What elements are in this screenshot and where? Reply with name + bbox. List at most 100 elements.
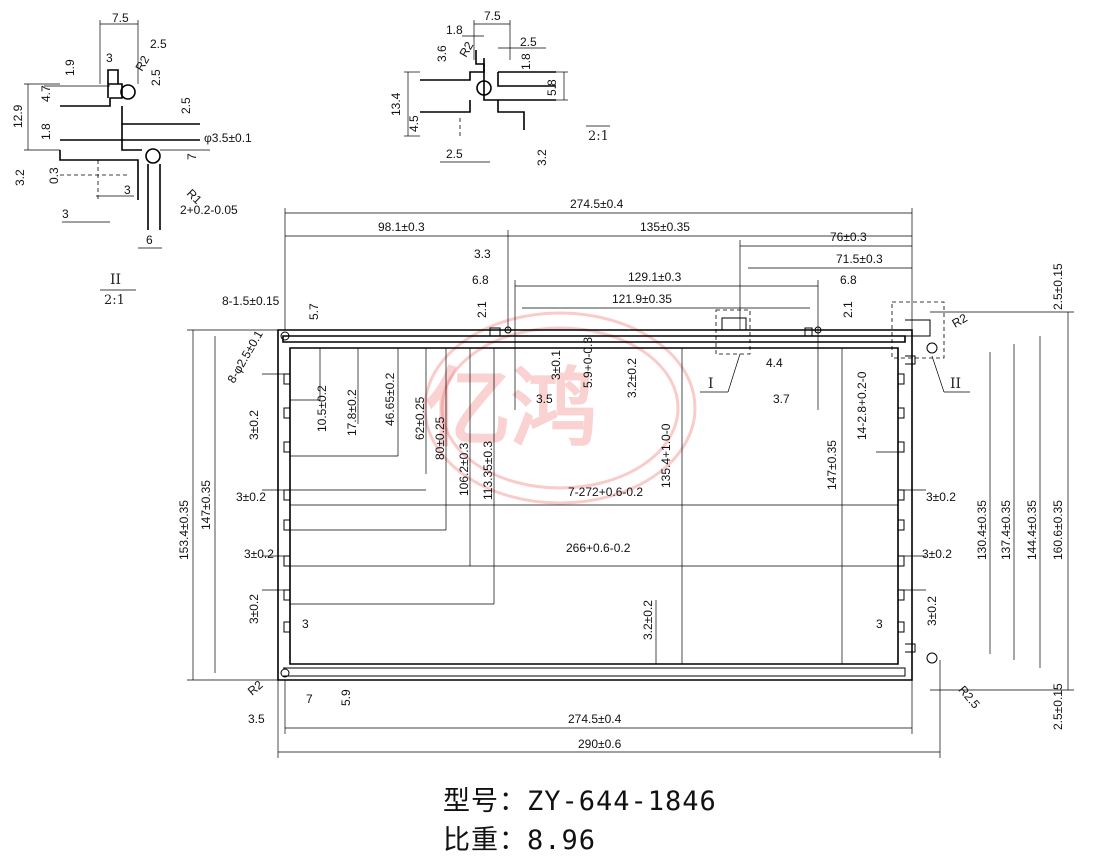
dim-98: 98.1±0.3 [378,220,425,234]
dim-10-5: 10.5±0.2 [315,385,329,432]
dim-147-left: 147±0.35 [199,480,213,530]
d2-dim-2-5-mid: 2.5 [149,69,163,86]
dim-5-9-bottom: 5.9 [339,689,353,706]
dim-137-4: 137.4±0.35 [999,500,1013,560]
dim-106-2: 106.2±0.3 [457,442,471,496]
dim-2-1-right: 2.1 [841,301,855,318]
dim-3-0-2-l4: 3±0.2 [247,594,261,624]
dim-6-8-left: 6.8 [472,273,489,287]
main-dimension-lines [187,208,1074,758]
dim-17-8: 17.8±0.2 [345,389,359,436]
model-caption: 型号：ZY-644-1846 [443,779,717,818]
dim-r2-bottom: R2 [245,678,266,699]
d2-dim-1-8: 1.8 [39,123,53,140]
d1-dim-7-5: 7.5 [484,9,501,23]
detail-II-view: 7.5 3 2.5 R2 1.9 4.7 12.9 1.8 2.5 2.5 φ3… [11,11,252,308]
model-label: 型号： [443,786,527,817]
dim-113-35: 113.35±0.3 [481,441,495,500]
dim-144-4: 144.4±0.35 [1025,500,1039,560]
dim-14-slots: 14-2.8+0.2-0 [855,371,869,440]
main-dimension-texts: 274.5±0.4 98.1±0.3 135±0.35 76±0.3 71.5±… [177,197,1065,751]
dim-r2-top: R2 [950,311,971,331]
dim-8-phi: 8-φ2.5±0.1 [224,328,265,386]
d2-dim-r2: R2 [132,53,152,74]
dim-3-left: 3 [302,617,309,631]
dim-46-65: 46.65±0.2 [383,372,397,426]
d2-dim-6: 6 [146,233,153,247]
dim-3-2-bottom: 3.2±0.2 [641,600,655,640]
dim-2-5-top: 2.5±0.15 [1051,263,1065,310]
dim-153-4: 153.4±0.35 [177,500,191,560]
d2-dim-1-9: 1.9 [63,59,77,76]
dim-6-8-right: 6.8 [840,273,857,287]
dim-135: 135±0.35 [640,220,690,234]
dim-5-7: 5.7 [307,303,321,320]
dim-7-272: 7-272+0.6-0.2 [568,485,643,499]
d2-dim-7-5: 7.5 [112,11,129,25]
d1-dim-1-8-right: 1.8 [519,53,533,70]
dim-5-9: 5.9+0-0.3 [581,337,595,388]
watermark-logo: 亿鸿 [423,311,697,505]
dim-3-5-bottom: 3.5 [248,712,265,726]
dim-7: 7 [306,692,313,706]
dim-3-0-2-l3: 3±0.2 [244,547,274,561]
d2-dim-3: 3 [106,51,113,65]
dim-top-overall: 274.5±0.4 [570,197,624,211]
d1-dim-2-5-top: 2.5 [520,35,537,49]
watermark-text: 亿鸿 [425,359,597,459]
dim-3-3: 3.3 [474,247,491,261]
dim-3-0-2-l1: 3±0.2 [247,410,261,440]
d1-dim-r2: R2 [456,39,476,60]
d1-dim-2-5-bottom: 2.5 [446,147,463,161]
dim-3-0-2-l2: 3±0.2 [236,490,266,504]
detail-window-I [715,309,751,355]
ratio-value: 8.96 [527,825,597,856]
dim-3-0-2-r3: 3±0.2 [925,596,939,626]
dim-3-5-inner: 3.5 [536,392,553,406]
dim-4-4: 4.4 [766,356,783,370]
marker-I: I [708,376,714,392]
d2-scale: 2:1 [104,293,125,308]
d2-dim-3-2: 3.2 [13,169,27,186]
d2-dim-3-mid: 3 [124,183,131,197]
dim-bottom-290: 290±0.6 [578,737,622,751]
dim-3-0-2-r1: 3±0.2 [926,490,956,504]
dim-3-right: 3 [876,617,883,631]
dim-129-1: 129.1±0.3 [628,270,682,284]
dim-3-7: 3.7 [773,392,790,406]
dim-147-inner: 147±0.35 [825,440,839,490]
d2-dim-0-3: 0.3 [47,167,61,184]
d1-dim-3-2: 3.2 [535,149,549,166]
dim-3-0-2-r2: 3±0.2 [922,547,952,561]
marker-II: II [950,376,961,392]
dim-160-6: 160.6±0.35 [1051,500,1065,560]
dim-3-2-top: 3.2±0.2 [625,358,639,398]
d2-dim-3-bottom: 3 [62,207,69,221]
dim-266: 266+0.6-0.2 [566,541,631,555]
dim-2-1-left: 2.1 [475,301,489,318]
dim-r2-5: R2.5 [956,683,983,712]
d2-dim-phi: φ3.5±0.1 [204,131,252,145]
dim-130-4: 130.4±0.35 [975,500,989,560]
d1-dim-13-4: 13.4 [389,92,403,116]
d2-label: II [110,272,121,288]
d2-dim-2-5-right: 2.5 [179,97,193,114]
detail-I-view: 1.8 7.5 3.6 R2 2.5 1.8 5.8 13.4 4.5 2.5 … [389,9,610,166]
d1-dim-1-8-top: 1.8 [446,23,463,37]
dim-121-9: 121.9±0.35 [612,292,672,306]
d1-dim-5-8: 5.8 [545,79,559,96]
ratio-caption: 比重：8.96 [443,818,596,857]
dim-2-5-bottom: 2.5±0.15 [1051,683,1065,730]
dim-80: 80±0.25 [433,416,447,460]
d2-dim-12-9: 12.9 [11,104,25,128]
d2-dim-2-5-top: 2.5 [150,37,167,51]
dim-3-0-1: 3±0.1 [549,350,563,380]
d2-dim-2-tol: 2+0.2-0.05 [180,203,238,217]
d1-dim-3-6: 3.6 [435,45,449,62]
dim-76: 76±0.3 [830,230,867,244]
dim-135-4: 135.4+1.0-0 [659,423,673,488]
dim-bottom-274-5: 274.5±0.4 [568,712,622,726]
d2-dim-4-7: 4.7 [39,85,53,102]
ratio-label: 比重： [443,825,527,856]
